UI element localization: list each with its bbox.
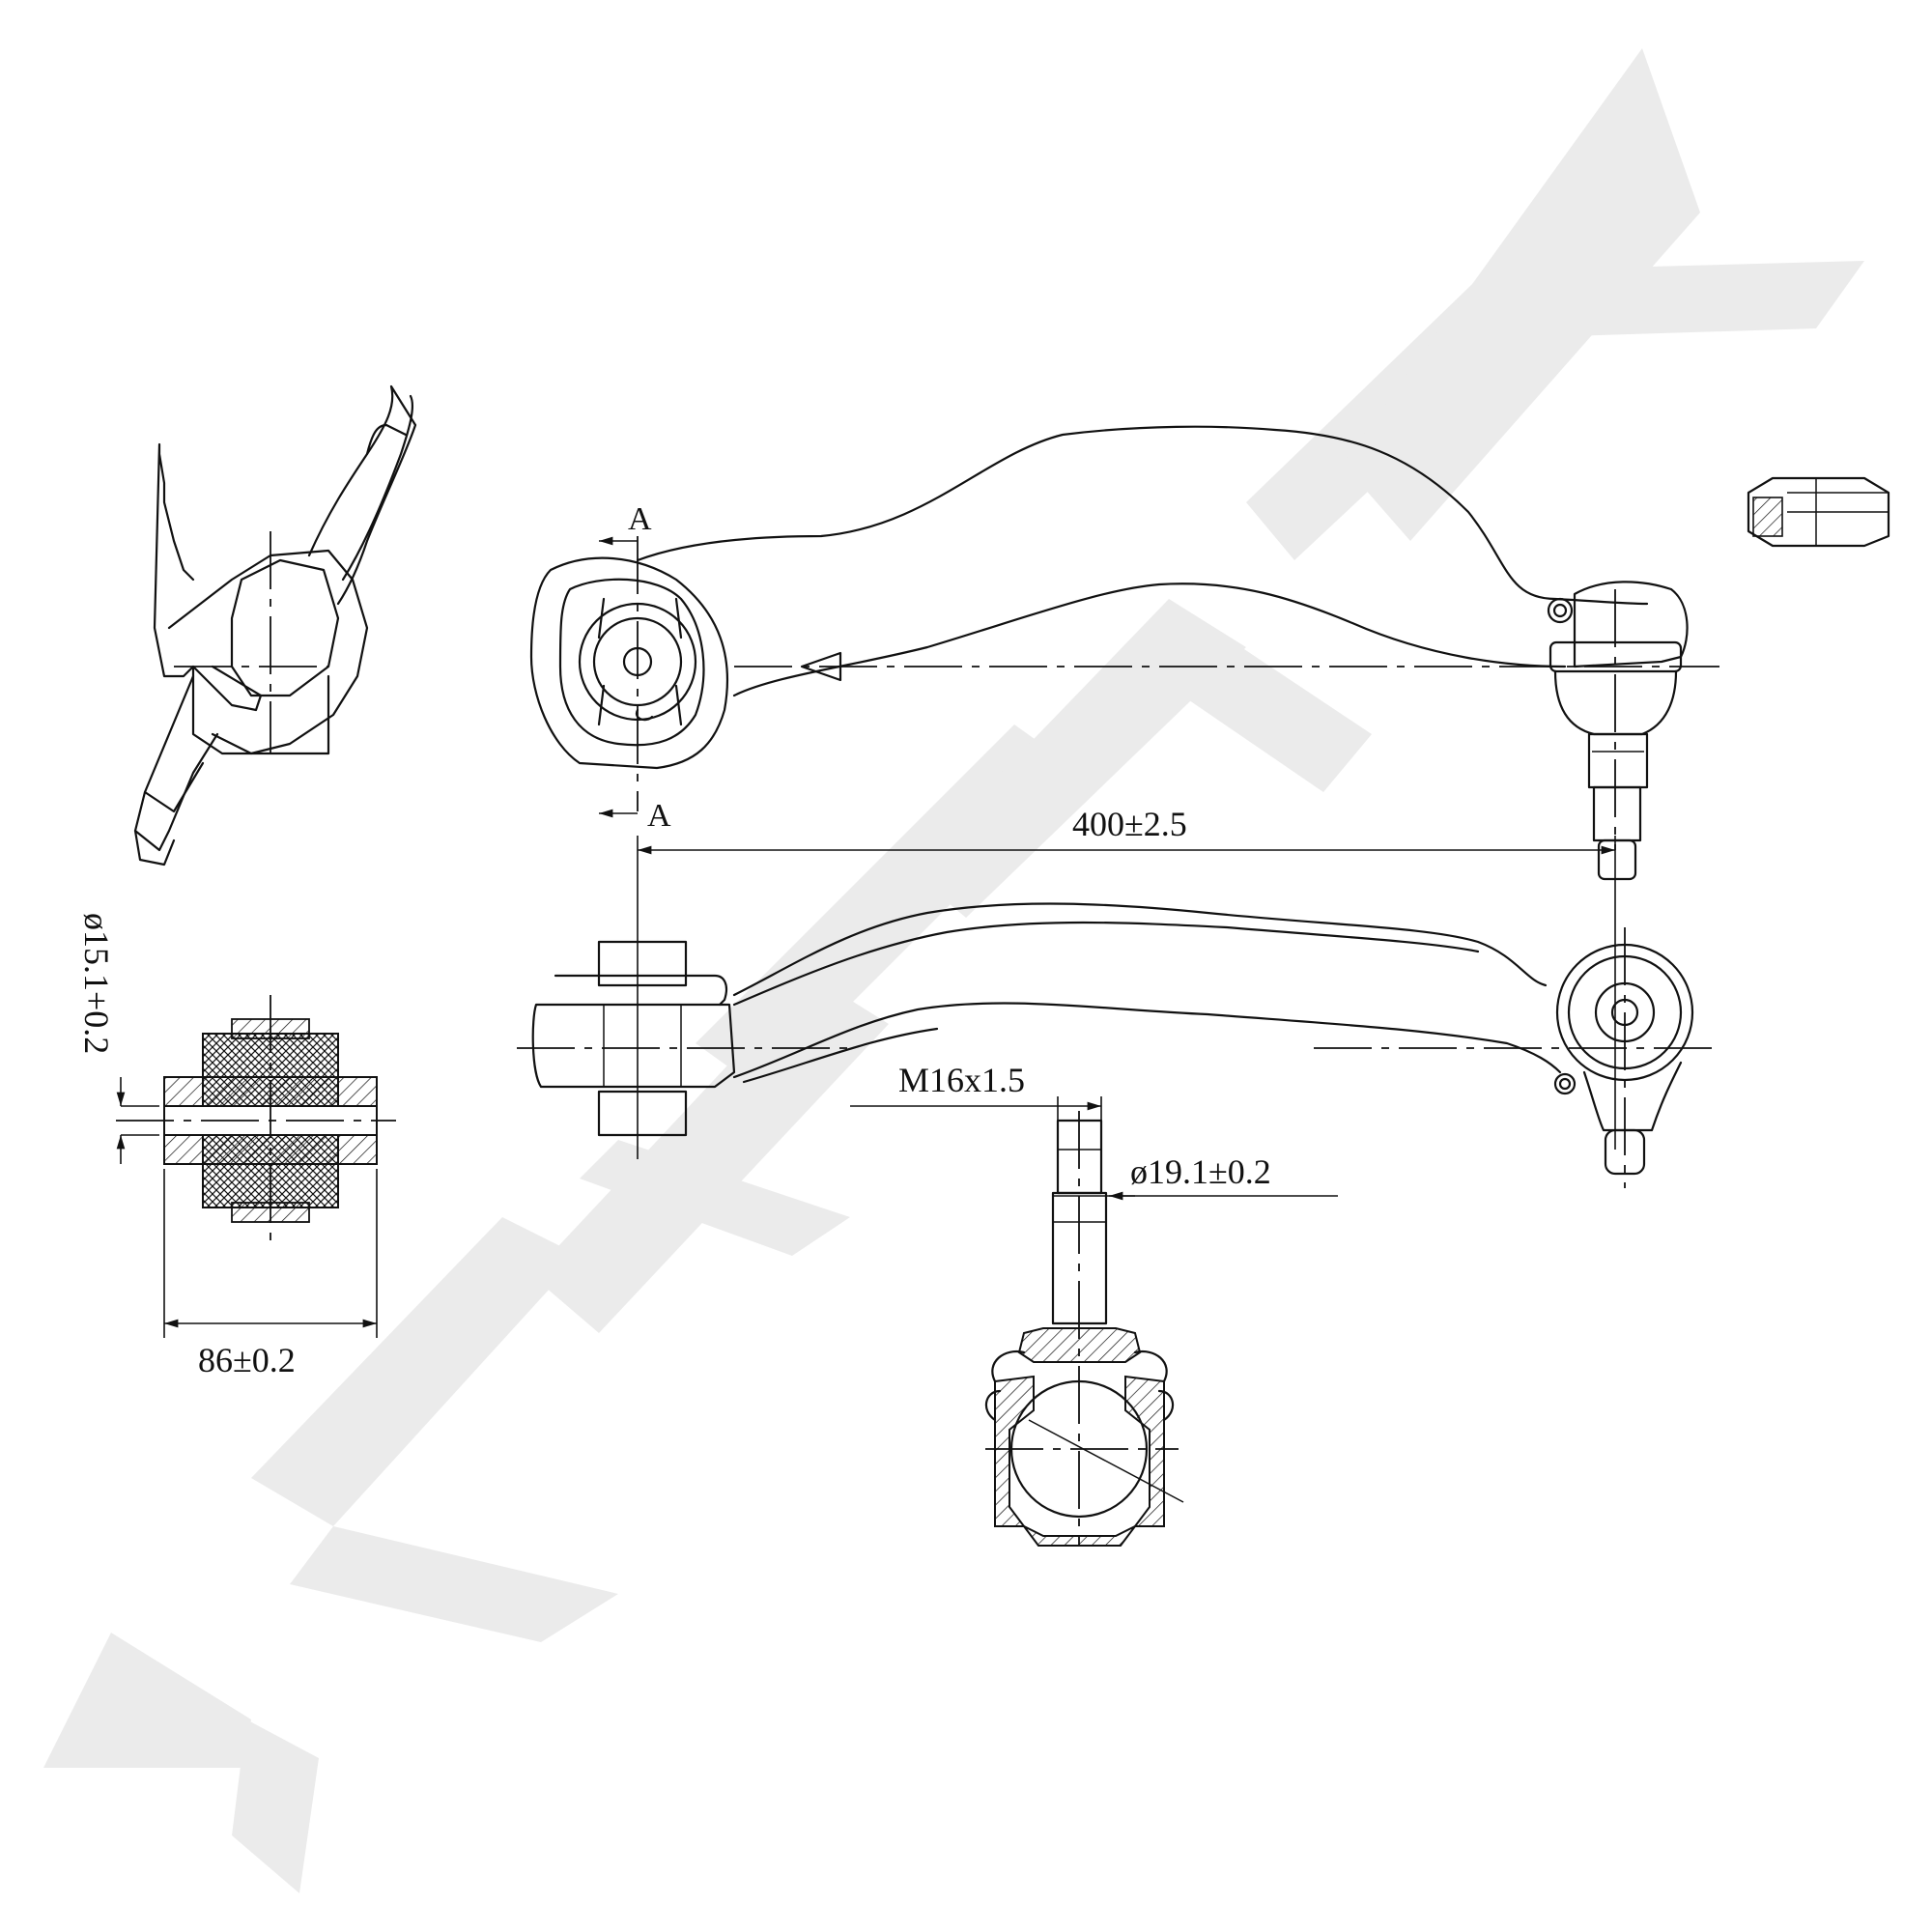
- nut-view: [1747, 476, 1890, 548]
- length-dimension-label: 400±2.5: [1072, 805, 1187, 843]
- bushing-bore-label: ø15.1+0.2: [77, 913, 116, 1054]
- watermark-logo: [43, 48, 1864, 1893]
- arm-top-view: A A: [529, 425, 1719, 881]
- stud-diameter-label: ø19.1±0.2: [1130, 1152, 1271, 1191]
- length-dimension: 400±2.5: [637, 805, 1616, 1159]
- section-mark-top: A: [628, 501, 652, 537]
- ball-joint-isometric-view: [133, 384, 417, 867]
- arm-side-view: [517, 902, 1719, 1188]
- ball-joint-section-view: M16x1.5 ø19.1±0.2: [850, 1061, 1338, 1547]
- bushing-width-label: 86±0.2: [198, 1341, 296, 1379]
- section-mark-bottom: A: [647, 798, 671, 834]
- bushing-section-view: 86±0.2 ø15.1+0.2: [77, 913, 396, 1379]
- thread-label: M16x1.5: [898, 1061, 1025, 1099]
